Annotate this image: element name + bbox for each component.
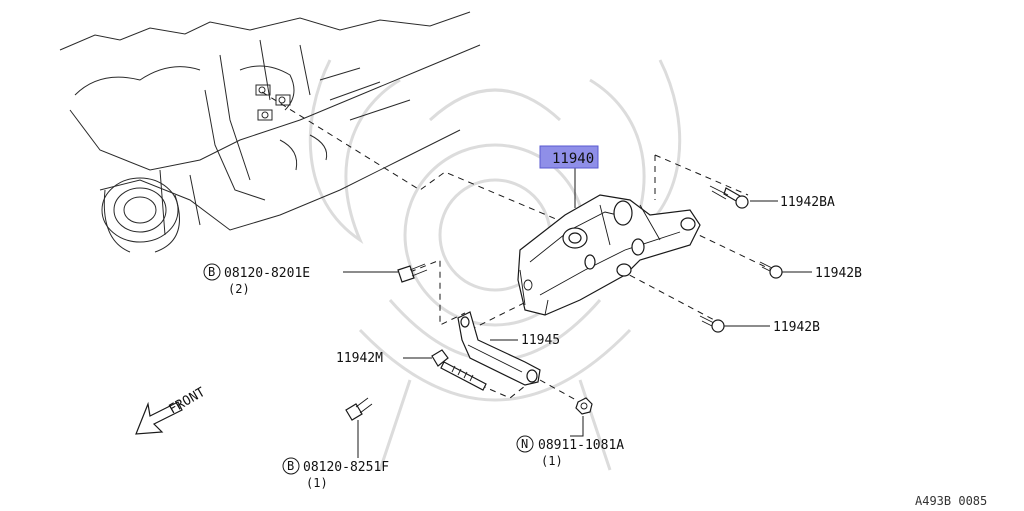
bolt-marker: B <box>208 265 215 279</box>
bolt-mid-right[interactable] <box>759 261 783 279</box>
bolt-bottom-part-code: 08120-8251F <box>303 460 389 475</box>
engine-block-illustration <box>59 11 481 253</box>
diagram-reference-code: A493B 0085 <box>915 494 987 508</box>
nut-quantity: (1) <box>541 454 563 468</box>
bracket-stay[interactable] <box>457 311 541 386</box>
bolt-top-right[interactable] <box>709 185 749 209</box>
bolt-bottom[interactable] <box>345 397 373 421</box>
flange-nut[interactable] <box>575 397 593 415</box>
callout-bolt-bottom[interactable]: B 08120-8251F (1) <box>282 457 389 490</box>
front-label: FRONT <box>167 385 209 418</box>
bolt-marker: B <box>287 459 294 473</box>
front-direction-indicator: FRONT <box>135 385 209 435</box>
callout-bolt-left[interactable]: B 08120-8201E (2) <box>203 263 310 296</box>
callout-nut[interactable]: N 08911-1081A (1) <box>516 435 624 468</box>
callout-11942m[interactable]: 11942M <box>336 351 383 366</box>
callout-11942b-lower[interactable]: 11942B <box>773 320 820 335</box>
callout-11942b-upper[interactable]: 11942B <box>815 266 862 281</box>
engine-mounting-bracket[interactable] <box>517 194 701 316</box>
bolt-left-part-code: 08120-8201E <box>224 266 310 281</box>
callout-11940[interactable]: 11940 <box>552 151 594 167</box>
highlighted-part-box[interactable] <box>539 145 599 169</box>
bolt-left[interactable] <box>397 263 428 283</box>
nut-part-code: 08911-1081A <box>538 438 624 453</box>
callout-11942ba[interactable]: 11942BA <box>780 195 835 210</box>
stud-bolt[interactable] <box>431 349 487 391</box>
leader-lines <box>343 168 812 458</box>
bolt-bottom-quantity: (1) <box>306 476 328 490</box>
nut-marker: N <box>521 437 528 451</box>
front-arrow-icon <box>135 401 183 435</box>
bolt-left-quantity: (2) <box>228 282 250 296</box>
callout-11945[interactable]: 11945 <box>521 333 560 348</box>
